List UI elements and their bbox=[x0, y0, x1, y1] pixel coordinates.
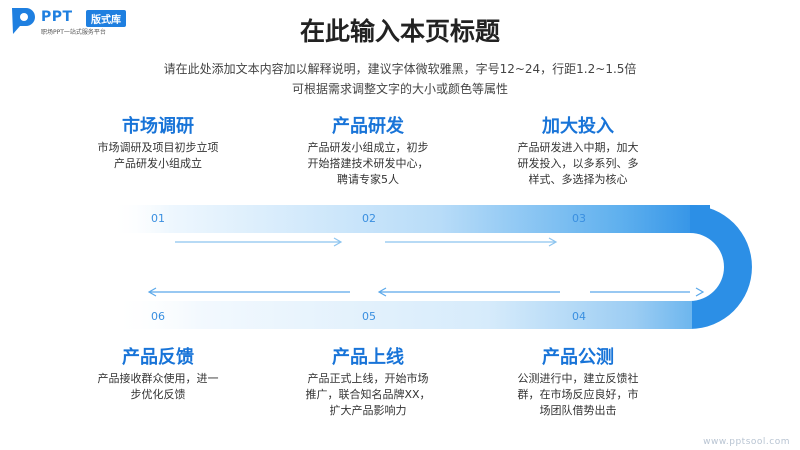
logo-badge: 版式库 bbox=[86, 10, 126, 27]
watermark: www.pptsool.com bbox=[703, 437, 790, 447]
stage-desc-04: 公测进行中，建立反馈社 群，在市场反应良好，市 场团队借势出击 bbox=[498, 371, 658, 419]
stage-title-03: 加大投入 bbox=[542, 116, 614, 137]
stage-desc-05-line: 产品正式上线，开始市场 bbox=[307, 372, 429, 385]
stage-desc-05-line: 扩大产品影响力 bbox=[329, 404, 407, 417]
stage-title-05: 产品上线 bbox=[332, 347, 404, 368]
step-number-02: 02 bbox=[362, 212, 376, 225]
stage-desc-02: 产品研发小组成立，初步 开始搭建技术研发中心， 聘请专家5人 bbox=[288, 140, 448, 188]
subtitle-line-2: 可根据需求调整文字的大小或颜色等属性 bbox=[291, 82, 508, 96]
band-curve bbox=[690, 205, 752, 329]
stage-desc-05-line: 推广，联合知名品牌XX， bbox=[305, 388, 431, 401]
stage-desc-04-line: 群，在市场反应良好，市 bbox=[517, 388, 639, 401]
stage-title-04: 产品公测 bbox=[542, 347, 614, 368]
logo-p-icon bbox=[12, 8, 35, 34]
stage-desc-04-line: 公测进行中，建立反馈社 bbox=[517, 372, 639, 385]
stage-title-01: 市场调研 bbox=[122, 116, 194, 137]
band-bottom bbox=[110, 301, 692, 329]
flow-arrows-top bbox=[175, 237, 558, 247]
stage-desc-02-line: 聘请专家5人 bbox=[337, 173, 399, 186]
band-top bbox=[110, 205, 710, 233]
step-number-01: 01 bbox=[151, 212, 165, 225]
stage-desc-03-line: 样式、多选择为核心 bbox=[528, 173, 628, 186]
stage-desc-01: 市场调研及项目初步立项 产品研发小组成立 bbox=[78, 140, 238, 172]
stage-title-06: 产品反馈 bbox=[122, 347, 194, 368]
stage-desc-03-line: 研发投入，以多系列、多 bbox=[517, 157, 639, 170]
logo: PPT 版式库 职场PPT一站式服务平台 bbox=[8, 6, 168, 36]
step-number-05: 05 bbox=[362, 310, 376, 323]
logo-subtitle: 职场PPT一站式服务平台 bbox=[41, 29, 106, 36]
stage-desc-01-line: 市场调研及项目初步立项 bbox=[97, 141, 219, 154]
stage-title-02: 产品研发 bbox=[332, 116, 404, 137]
stage-desc-05: 产品正式上线，开始市场 推广，联合知名品牌XX， 扩大产品影响力 bbox=[288, 371, 448, 419]
stage-desc-06: 产品接收群众使用，进一 步优化反馈 bbox=[78, 371, 238, 403]
stage-desc-06-line: 步优化反馈 bbox=[130, 388, 186, 401]
flow-arrows-bottom bbox=[147, 287, 705, 297]
stage-desc-03-line: 产品研发进入中期，加大 bbox=[517, 141, 639, 154]
page-title: 在此输入本页标题 bbox=[299, 17, 500, 46]
stage-desc-01-line: 产品研发小组成立 bbox=[114, 157, 202, 170]
step-number-03: 03 bbox=[572, 212, 586, 225]
subtitle-line-1: 请在此处添加文本内容加以解释说明，建议字体微软雅黑，字号12~24，行距1.2~… bbox=[163, 62, 637, 76]
stage-desc-02-line: 开始搭建技术研发中心， bbox=[307, 157, 429, 170]
stage-desc-04-line: 场团队借势出击 bbox=[539, 404, 617, 417]
stage-desc-03: 产品研发进入中期，加大 研发投入，以多系列、多 样式、多选择为核心 bbox=[498, 140, 658, 188]
logo-text: PPT bbox=[41, 9, 73, 25]
stage-desc-06-line: 产品接收群众使用，进一 bbox=[97, 372, 219, 385]
flow-arrow-curve bbox=[699, 239, 721, 268]
stage-desc-02-line: 产品研发小组成立，初步 bbox=[307, 141, 429, 154]
step-number-04: 04 bbox=[572, 310, 586, 323]
step-number-06: 06 bbox=[151, 310, 165, 323]
